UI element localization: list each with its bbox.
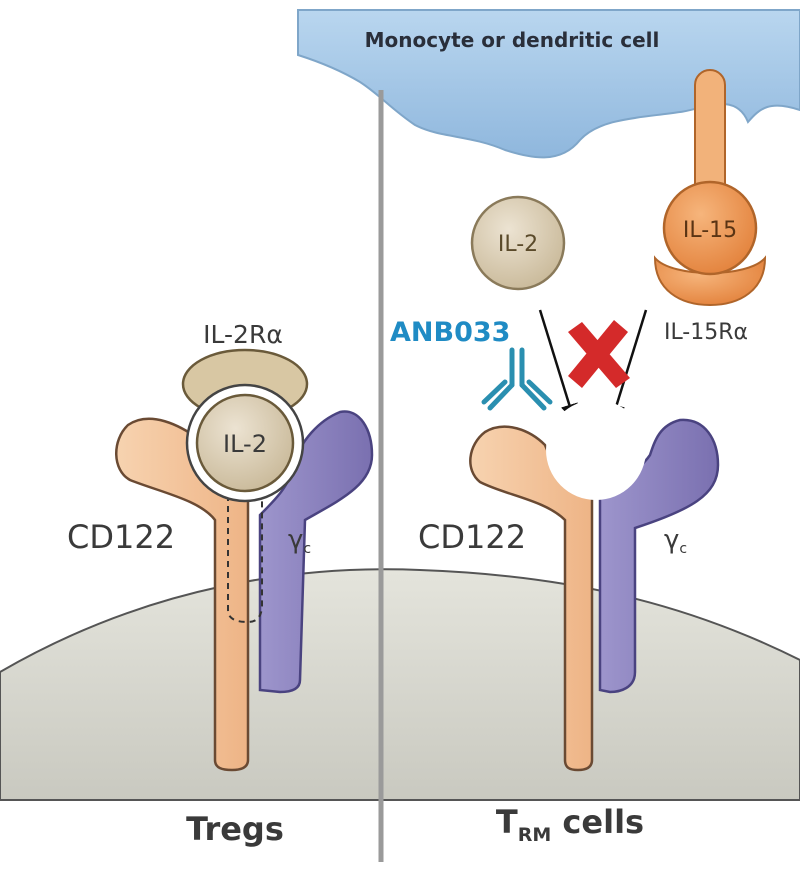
top-cell-label: Monocyte or dendritic cell xyxy=(365,28,660,52)
il2-label-left: IL-2 xyxy=(223,430,267,458)
gamma-label-right: γc xyxy=(664,525,687,557)
tregs-label: Tregs xyxy=(186,810,284,848)
il15ra-label: IL-15Rα xyxy=(664,320,748,345)
il2ra-label: IL-2Rα xyxy=(203,320,283,349)
gamma-subscript-left: c xyxy=(303,541,311,557)
trm-receptor-complex xyxy=(469,400,720,772)
gamma-label-left: γc xyxy=(288,525,311,557)
il2-label-right: IL-2 xyxy=(498,232,538,257)
il15-label: IL-15 xyxy=(683,218,737,243)
t-cell-membrane xyxy=(0,568,800,801)
gamma-subscript-right: c xyxy=(679,541,687,557)
trm-cells-label: TRM cells xyxy=(496,803,644,846)
il15-trans-presentation xyxy=(653,69,767,307)
il2-arrow xyxy=(538,309,578,422)
gamma-symbol-left: γ xyxy=(288,525,303,555)
treg-receptor-complex xyxy=(115,348,374,772)
cd122-right xyxy=(469,425,594,772)
trm-main: T xyxy=(496,803,518,841)
cd122-label-left: CD122 xyxy=(67,518,175,556)
il2-ligand-left xyxy=(195,393,295,493)
anb033-label: ANB033 xyxy=(390,317,510,348)
empty-binding-pocket xyxy=(546,400,646,500)
antibody-icon xyxy=(481,347,553,411)
gamma-symbol-right: γ xyxy=(664,525,679,555)
cd122-label-right: CD122 xyxy=(418,518,526,556)
monocyte-dendritic-cell xyxy=(297,9,800,159)
trm-subscript: RM xyxy=(518,824,552,846)
il15-arrow xyxy=(608,309,648,422)
il2-ligand-right xyxy=(470,195,566,291)
block-x-icon xyxy=(568,320,630,388)
il15-ligand xyxy=(662,180,758,276)
trm-suffix: cells xyxy=(551,803,644,841)
gamma-chain-right xyxy=(598,418,720,694)
